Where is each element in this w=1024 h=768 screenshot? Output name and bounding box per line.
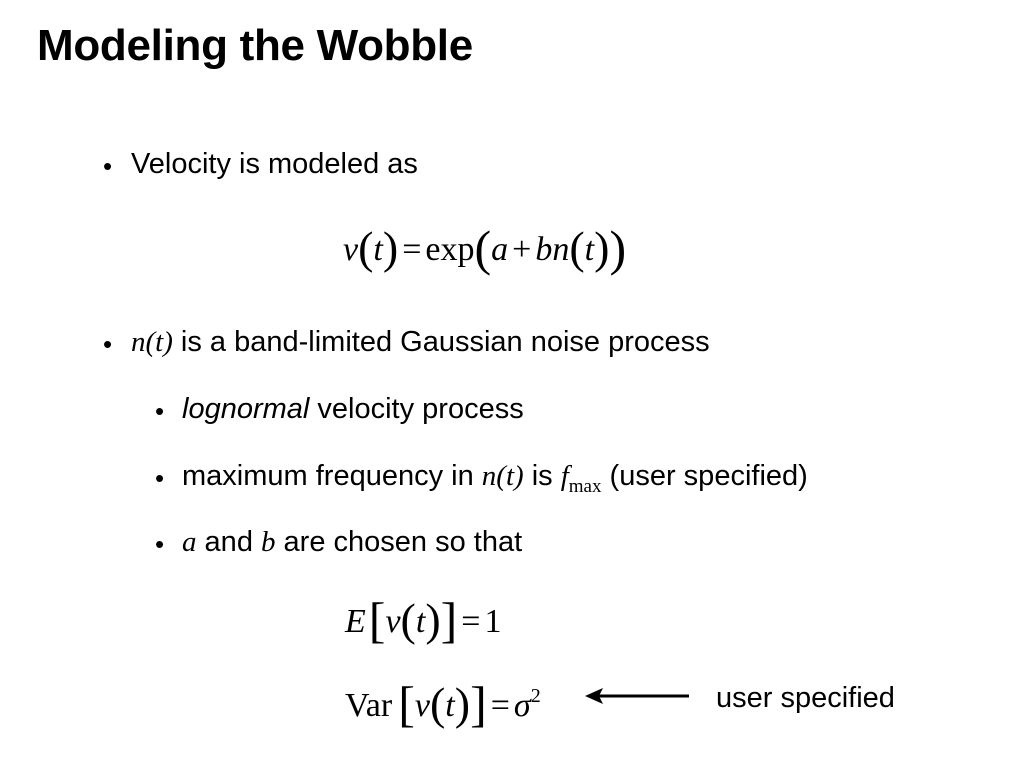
equation-variance: Var[v(t)]=σ2 — [345, 674, 541, 729]
bullet-dot: • — [103, 151, 113, 181]
bullet-text: is a band-limited Gaussian noise process — [172, 326, 710, 358]
bullet-text: and — [196, 526, 261, 558]
eq-var-t: t — [584, 231, 595, 268]
eq-paren: ) — [594, 222, 610, 273]
eq-paren: ) — [382, 222, 399, 273]
sub-bullet-a-and-b: a and b are chosen so that — [182, 524, 522, 560]
sub-bullet-dot: • — [155, 529, 165, 559]
slide-title: Modeling the Wobble — [37, 21, 473, 70]
bullet-velocity-modeled: Velocity is modeled as — [131, 146, 418, 182]
sub-bullet-max-frequency: maximum frequency in n(t) is fmax (user … — [182, 458, 808, 505]
math-n-of-t: n(t) — [131, 326, 173, 358]
eq-equals: = — [490, 687, 510, 724]
eq-sigma: σ — [513, 687, 531, 724]
eq-equals: = — [461, 603, 481, 640]
eq-var-a: a — [491, 231, 509, 268]
italic-lognormal: lognormal — [182, 393, 310, 425]
eq-bracket: ] — [470, 676, 487, 732]
eq-paren: ) — [425, 594, 441, 645]
eq-big-paren: ) — [609, 220, 627, 276]
eq-var-t: t — [373, 231, 383, 268]
bullet-text: (user specified) — [601, 460, 808, 492]
eq-var-v: v — [385, 603, 401, 640]
bullet-text: velocity process — [309, 393, 524, 425]
eq-var-v: v — [343, 231, 359, 268]
sub-bullet-lognormal: lognormal velocity process — [182, 391, 524, 427]
equation-expectation: E[v(t)]=1 — [345, 595, 502, 645]
left-arrow-icon — [585, 688, 689, 704]
eq-plus: + — [512, 231, 532, 268]
eq-bracket: ] — [440, 592, 458, 648]
eq-superscript-2: 2 — [530, 685, 541, 707]
eq-var-v: v — [414, 687, 430, 724]
eq-var-t: t — [445, 687, 455, 724]
note-user-specified: user specified — [716, 682, 895, 714]
eq-exp: exp — [425, 231, 475, 268]
eq-paren: ( — [358, 222, 374, 273]
bullet-text: is — [523, 460, 561, 492]
eq-paren: ( — [400, 594, 416, 645]
eq-equals: = — [402, 231, 422, 268]
bullet-text: are chosen so that — [275, 526, 523, 558]
bullet-noise-process: n(t) is a band-limited Gaussian noise pr… — [131, 324, 710, 360]
eq-var: Var — [345, 687, 393, 724]
eq-big-paren: ( — [474, 220, 492, 276]
eq-one: 1 — [484, 603, 502, 640]
math-f: f — [560, 460, 569, 492]
eq-paren: ( — [569, 222, 585, 273]
eq-bracket: [ — [368, 592, 386, 648]
eq-bracket: [ — [398, 676, 415, 732]
bullet-text: maximum frequency in — [182, 460, 482, 492]
eq-var-bn: bn — [535, 231, 570, 268]
eq-paren: ( — [429, 678, 446, 729]
math-b: b — [261, 526, 276, 558]
math-n-of-t: n(t) — [481, 460, 524, 492]
equation-velocity: v(t)=exp(a+bn(t)) — [343, 223, 626, 273]
bullet-dot: • — [103, 329, 113, 359]
eq-var-t: t — [415, 603, 426, 640]
sub-bullet-dot: • — [155, 463, 165, 493]
bullet-text: Velocity is modeled as — [131, 148, 418, 180]
math-a: a — [182, 526, 197, 558]
math-subscript-max: max — [568, 476, 602, 497]
eq-paren: ) — [454, 678, 471, 729]
eq-var-E: E — [345, 603, 366, 640]
sub-bullet-dot: • — [155, 396, 165, 426]
